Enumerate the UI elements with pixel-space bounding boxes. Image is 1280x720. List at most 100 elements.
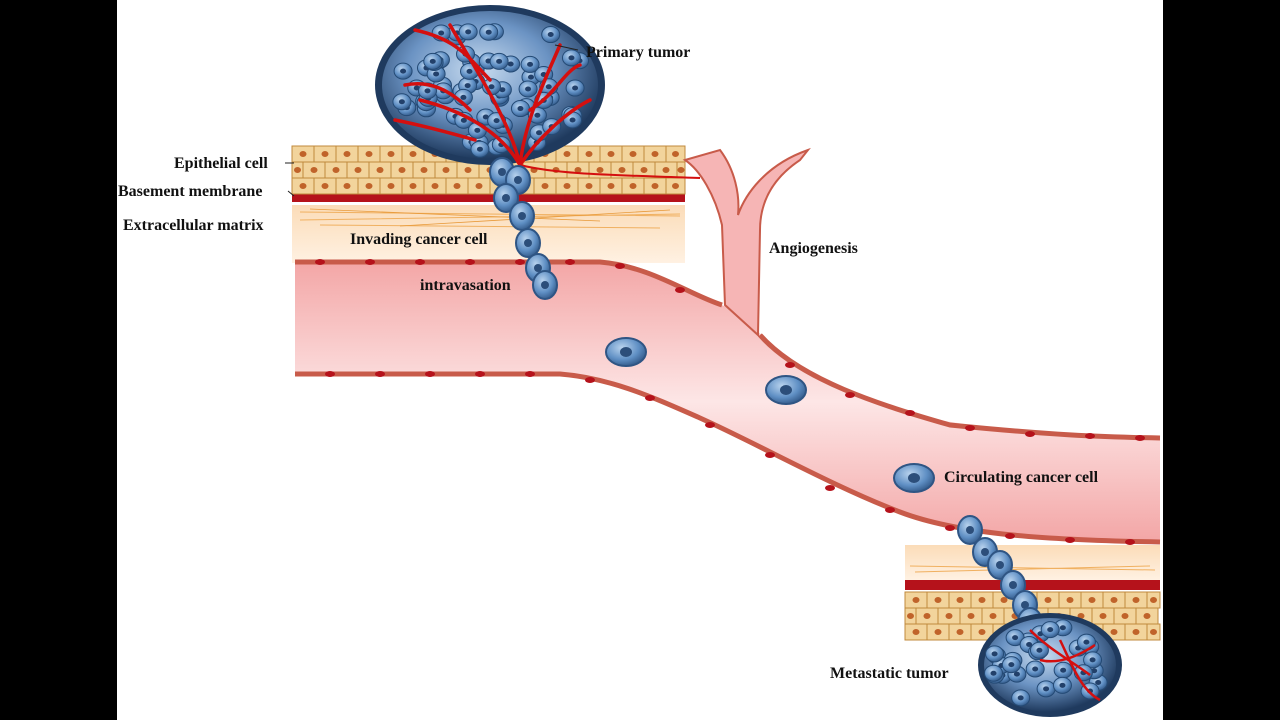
cell-nucleus [1132,597,1140,603]
tumor-cell-nucleus [496,58,503,64]
cell-nucleus [354,167,362,173]
cell-nucleus [365,151,373,157]
tumor-cell-nucleus [1095,679,1102,685]
label-metastatic-tumor: Metastatic tumor [830,665,949,682]
cancer-cell-nucleus [966,526,974,534]
cell-nucleus [1132,629,1140,635]
endothelial-nucleus [1065,537,1075,543]
endothelial-nucleus [415,259,425,265]
tumor-cell-nucleus [464,83,471,89]
cell-nucleus [662,167,670,173]
endothelial-nucleus [1135,435,1145,441]
label-primary-tumor: Primary tumor [586,44,691,61]
tumor-cell-nucleus [465,29,472,35]
cell-nucleus [978,629,986,635]
tumor-cell-nucleus [517,106,524,112]
tumor-cell-nucleus [507,61,514,67]
cancer-cell-nucleus [981,548,989,556]
tumor-cell-nucleus [466,68,473,74]
tumor-cell-nucleus [499,87,506,93]
tumor-cell-nucleus [547,32,554,38]
cell-nucleus [1143,613,1151,619]
tumor-cell-nucleus [474,127,481,133]
tumor-cell-nucleus [1083,639,1090,645]
cell-nucleus [475,183,483,189]
endothelial-nucleus [675,287,685,293]
cell-nucleus [299,151,307,157]
endothelial-nucleus [765,452,775,458]
cell-nucleus [607,151,615,157]
cancer-cell-nucleus [996,561,1004,569]
endothelial-nucleus [525,371,535,377]
endothelial-nucleus [365,259,375,265]
tumor-cell-nucleus [1012,635,1019,641]
tumor-cell-nucleus [476,146,483,152]
cell-nucleus [398,167,406,173]
cell-nucleus [912,629,920,635]
cell-nucleus [651,183,659,189]
cell-nucleus [574,167,582,173]
cell-nucleus [640,167,648,173]
cancer-cell-nucleus [524,239,532,247]
cell-nucleus [672,151,679,157]
endothelial-nucleus [565,259,575,265]
endothelial-nucleus [885,507,895,513]
endothelial-nucleus [965,425,975,431]
cell-nucleus [1088,597,1096,603]
label-extracellular-matrix: Extracellular matrix [123,217,264,234]
tumor-cell-nucleus [1059,625,1066,631]
endothelial-nucleus [945,525,955,531]
tumor-cell-nucleus [1026,642,1033,648]
endothelial-nucleus [1125,539,1135,545]
cell-nucleus [1110,629,1118,635]
cell-nucleus [387,151,395,157]
cell-nucleus [956,597,964,603]
cell-nucleus [343,183,351,189]
tumor-cell-nucleus [398,99,405,105]
diagram-canvas: Primary tumor Epithelial cell Basement m… [117,0,1163,720]
endothelial-nucleus [705,422,715,428]
cell-nucleus [376,167,384,173]
endothelial-nucleus [465,259,475,265]
tumor-cell-nucleus [525,86,532,92]
cell-nucleus [956,629,964,635]
cell-nucleus [409,151,417,157]
tumor-cell-nucleus [1013,671,1020,677]
tumor-cell-nucleus [527,61,534,67]
endothelial-nucleus [425,371,435,377]
endothelial-nucleus [515,259,525,265]
tumor-cell-nucleus [572,85,579,91]
primary-tumor [375,5,701,179]
cell-nucleus [321,151,329,157]
tumor-cell-nucleus [1036,647,1043,653]
cell-nucleus [563,183,571,189]
cell-nucleus [453,183,461,189]
tumor-cell-nucleus [569,117,576,123]
cell-nucleus [409,183,417,189]
cell-nucleus [607,183,615,189]
blood-vessel [295,147,1160,542]
cell-nucleus [923,613,931,619]
tumor-cell-nucleus [429,58,436,64]
lower-basement-membrane [905,580,1160,590]
tumor-cell-nucleus [1089,657,1096,663]
cell-nucleus [596,167,604,173]
cell-nucleus [585,151,593,157]
cell-nucleus [365,183,373,189]
tumor-cell-nucleus [493,118,500,124]
cell-nucleus [1150,597,1157,603]
cell-nucleus [651,151,659,157]
cancer-cell-nucleus [514,176,522,184]
cell-nucleus [945,613,953,619]
tumor-cell-nucleus [460,94,467,100]
leader-lines [285,44,579,197]
cell-nucleus [1110,597,1118,603]
cell-nucleus [1121,613,1129,619]
cell-nucleus [978,597,986,603]
tumor-cell-nucleus [991,651,998,657]
cell-nucleus [907,613,914,619]
cell-nucleus [343,151,351,157]
tumor-cell-nucleus [1059,682,1066,688]
cell-nucleus [967,613,975,619]
endothelial-nucleus [475,371,485,377]
